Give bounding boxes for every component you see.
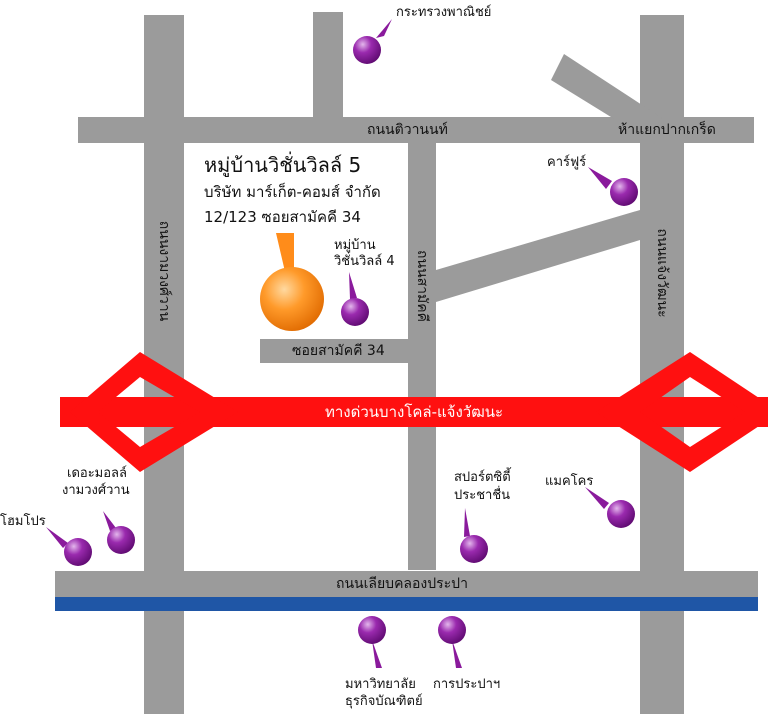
label-sports-city-line1: สปอร์ตซิตี้ [454, 470, 511, 485]
label-dhurakij-line1: มหาวิทยาลัย [345, 677, 416, 692]
road-soi-samakkhi-34 [260, 339, 410, 363]
label-liap-khlong-prapa: ถนนเลียบคลองประปา [336, 576, 468, 592]
label-vision-ville-4-line2: วิชั่นวิลล์ 4 [334, 254, 395, 269]
road-liap-khlong-prapa [55, 571, 758, 597]
project-marker-tail [276, 233, 294, 276]
label-pakkret-intersection: ห้าแยกปากเกร็ด [618, 122, 716, 138]
label-makro: แมคโคร [545, 474, 594, 489]
label-carrefour: คาร์ฟูร์ [547, 155, 587, 170]
pin-ministry-commerce [353, 19, 392, 64]
pin-waterworks [438, 616, 466, 668]
project-marker [260, 233, 324, 331]
expressway [60, 352, 768, 472]
pin-carrefour [588, 167, 638, 206]
expressway-right-interchange [596, 352, 765, 472]
pin-dhurakij [358, 616, 386, 668]
road-pakkret-diagonal [551, 54, 662, 138]
expressway-left-interchange [70, 352, 238, 472]
label-vision-ville-4-line1: หมู่บ้าน [334, 238, 376, 253]
label-tiwanon: ถนนติวานนท์ [367, 122, 448, 138]
canal [55, 597, 758, 611]
label-dhurakij-line2: ธุรกิจบัณฑิตย์ [345, 694, 423, 709]
label-waterworks: การประปาฯ [433, 677, 501, 692]
label-the-mall-line2: งามวงศ์วาน [62, 483, 130, 498]
label-ngamwongwan: ถนนงามวงศ์วาน [156, 220, 172, 322]
pin-makro [585, 487, 635, 528]
label-ministry-commerce: กระทรวงพาณิชย์ [396, 5, 492, 20]
label-samakkhi: ถนนสามัคคี [414, 250, 430, 322]
label-expressway: ทางด่วนบางโคล่-แจ้งวัฒนะ [325, 403, 504, 421]
label-soi-samakkhi-34: ซอยสามัคคี 34 [292, 343, 385, 359]
pin-vision-ville-4 [341, 272, 369, 326]
label-homepro: โฮมโปร [0, 514, 46, 529]
road-north-stub [313, 12, 343, 118]
pin-homepro [46, 527, 92, 566]
project-name: หมู่บ้านวิชั่นวิลล์ 5 [204, 153, 362, 177]
road-connector [436, 210, 640, 302]
pin-the-mall [103, 511, 135, 554]
project-company: บริษัท มาร์เก็ต-คอมส์ จำกัด [204, 183, 381, 201]
label-sports-city-line2: ประชาชื่น [454, 488, 511, 503]
pin-sports-city [460, 508, 488, 563]
label-chaengwattana: ถนนแจ้งวัฒนะ [654, 228, 670, 318]
project-address: 12/123 ซอยสามัคคี 34 [204, 208, 361, 226]
project-marker-ball [260, 267, 324, 331]
label-the-mall-line1: เดอะมอลล์ [67, 466, 127, 481]
road-samakkhi [408, 140, 436, 570]
